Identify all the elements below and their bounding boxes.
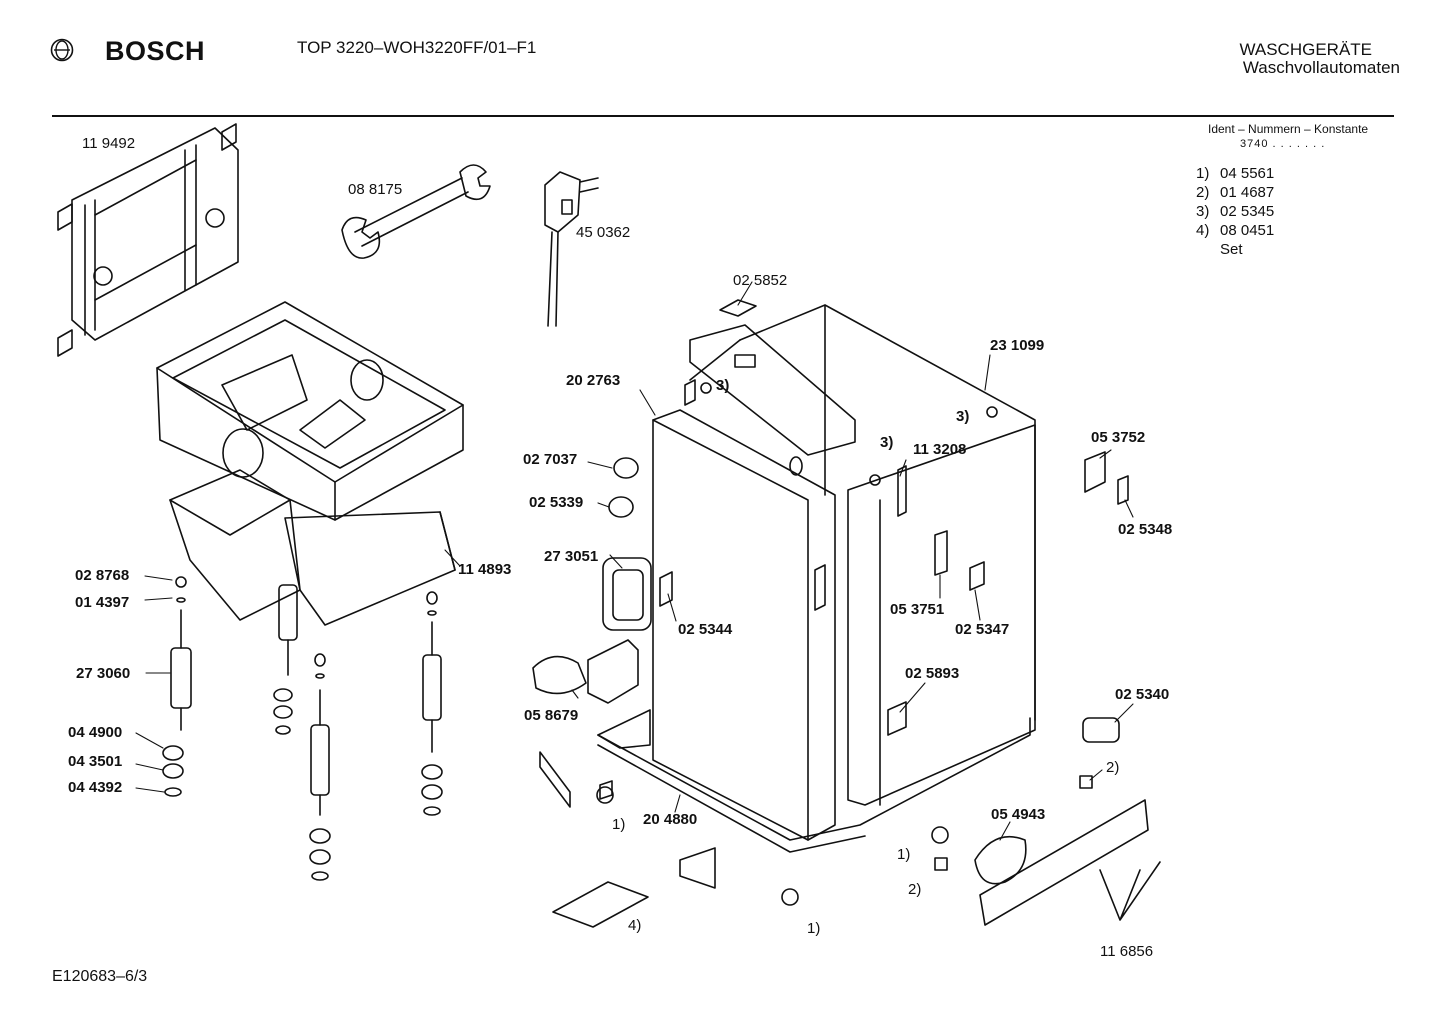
part-label: 04 4392 <box>68 779 123 796</box>
header-divider <box>52 115 1394 117</box>
shock-absorber-right <box>421 591 443 816</box>
part-label: 02 5347 <box>955 621 1010 638</box>
legend-item: 1) 04 5561 <box>1196 164 1274 183</box>
part-label: 08 8175 <box>348 181 403 198</box>
part-label: 05 3752 <box>1091 429 1146 446</box>
legend-item: 2) 01 4687 <box>1196 183 1274 202</box>
small-parts <box>532 451 1161 928</box>
ref-marker: 3) <box>716 377 730 394</box>
ref-marker: 4) <box>628 917 642 934</box>
legend-value: 04 5561 <box>1220 165 1275 182</box>
part-label: 04 3501 <box>68 753 123 770</box>
ref-marker: 1) <box>897 846 911 863</box>
bosch-armature-logo-icon <box>50 38 74 62</box>
part-label: 04 4900 <box>68 724 123 741</box>
part-label: 02 5344 <box>678 621 733 638</box>
part-label: 27 3060 <box>76 665 131 682</box>
legend-value: 02 5345 <box>1220 203 1275 220</box>
ident-value: 3740 . . . . . . . <box>1240 138 1326 150</box>
part-label: 45 0362 <box>576 224 631 241</box>
ident-legend: 1)04 5561 2)01 4687 3)02 5345 4)08 0451 … <box>1196 164 1274 259</box>
part-label: 02 5893 <box>905 665 960 682</box>
category-title: WASCHGERÄTE <box>1239 40 1372 59</box>
part-label: 02 7037 <box>523 451 578 468</box>
part-label: 27 3051 <box>544 548 599 565</box>
part-label: 05 3751 <box>890 601 945 618</box>
part-label: 02 5340 <box>1115 686 1170 703</box>
part-label: 05 4943 <box>991 806 1046 823</box>
ref-marker: 3) <box>956 408 970 425</box>
document-title: TOP 3220–WOH3220FF/01–F1 <box>297 38 537 57</box>
part-label: 23 1099 <box>990 337 1045 354</box>
legend-key: 4) <box>1196 222 1210 239</box>
mains-plug-cable <box>544 171 599 327</box>
ref-marker: 2) <box>1106 759 1120 776</box>
cabinet-frame <box>597 299 1036 853</box>
part-label: 02 5852 <box>733 272 788 289</box>
part-label: 05 8679 <box>524 707 579 724</box>
ref-marker: 1) <box>612 816 626 833</box>
wrench-tool <box>341 164 491 259</box>
shock-absorber-left <box>162 576 192 797</box>
legend-item: 4) 08 0451 <box>1196 221 1274 240</box>
part-label: 11 6856 <box>1100 943 1154 960</box>
ident-heading: Ident – Nummern – Konstante <box>1208 122 1369 136</box>
legend-key: 3) <box>1196 203 1210 220</box>
ref-marker: 3) <box>880 434 894 451</box>
part-label: 20 4880 <box>643 811 698 828</box>
part-label: 20 2763 <box>566 372 621 389</box>
part-label: 02 5348 <box>1118 521 1173 538</box>
legend-value: Set <box>1220 241 1243 258</box>
shock-absorber-center <box>273 584 331 881</box>
part-label: 11 9492 <box>82 135 136 152</box>
part-label: 02 8768 <box>75 567 130 584</box>
legend-value: 01 4687 <box>1220 184 1275 201</box>
legend-value: 08 0451 <box>1220 222 1275 239</box>
brand-name: BOSCH <box>105 36 206 66</box>
legend-key: 1) <box>1196 165 1210 182</box>
part-label: 01 4397 <box>75 594 130 611</box>
ref-marker: 2) <box>908 881 922 898</box>
legend-item: Set <box>1196 240 1274 259</box>
detergent-housing <box>156 301 464 626</box>
drawing-code: E120683–6/3 <box>52 968 148 985</box>
ref-marker: 1) <box>807 920 821 937</box>
part-label: 02 5339 <box>529 494 584 511</box>
part-label: 11 4893 <box>458 561 512 578</box>
leader-lines <box>135 281 1134 841</box>
subcategory-title: Waschvollautomaten <box>1242 58 1400 77</box>
part-label: 11 3208 <box>913 441 967 458</box>
legend-key: 2) <box>1196 184 1210 201</box>
legend-item: 3) 02 5345 <box>1196 202 1274 221</box>
wall-bracket-frame <box>57 123 239 357</box>
